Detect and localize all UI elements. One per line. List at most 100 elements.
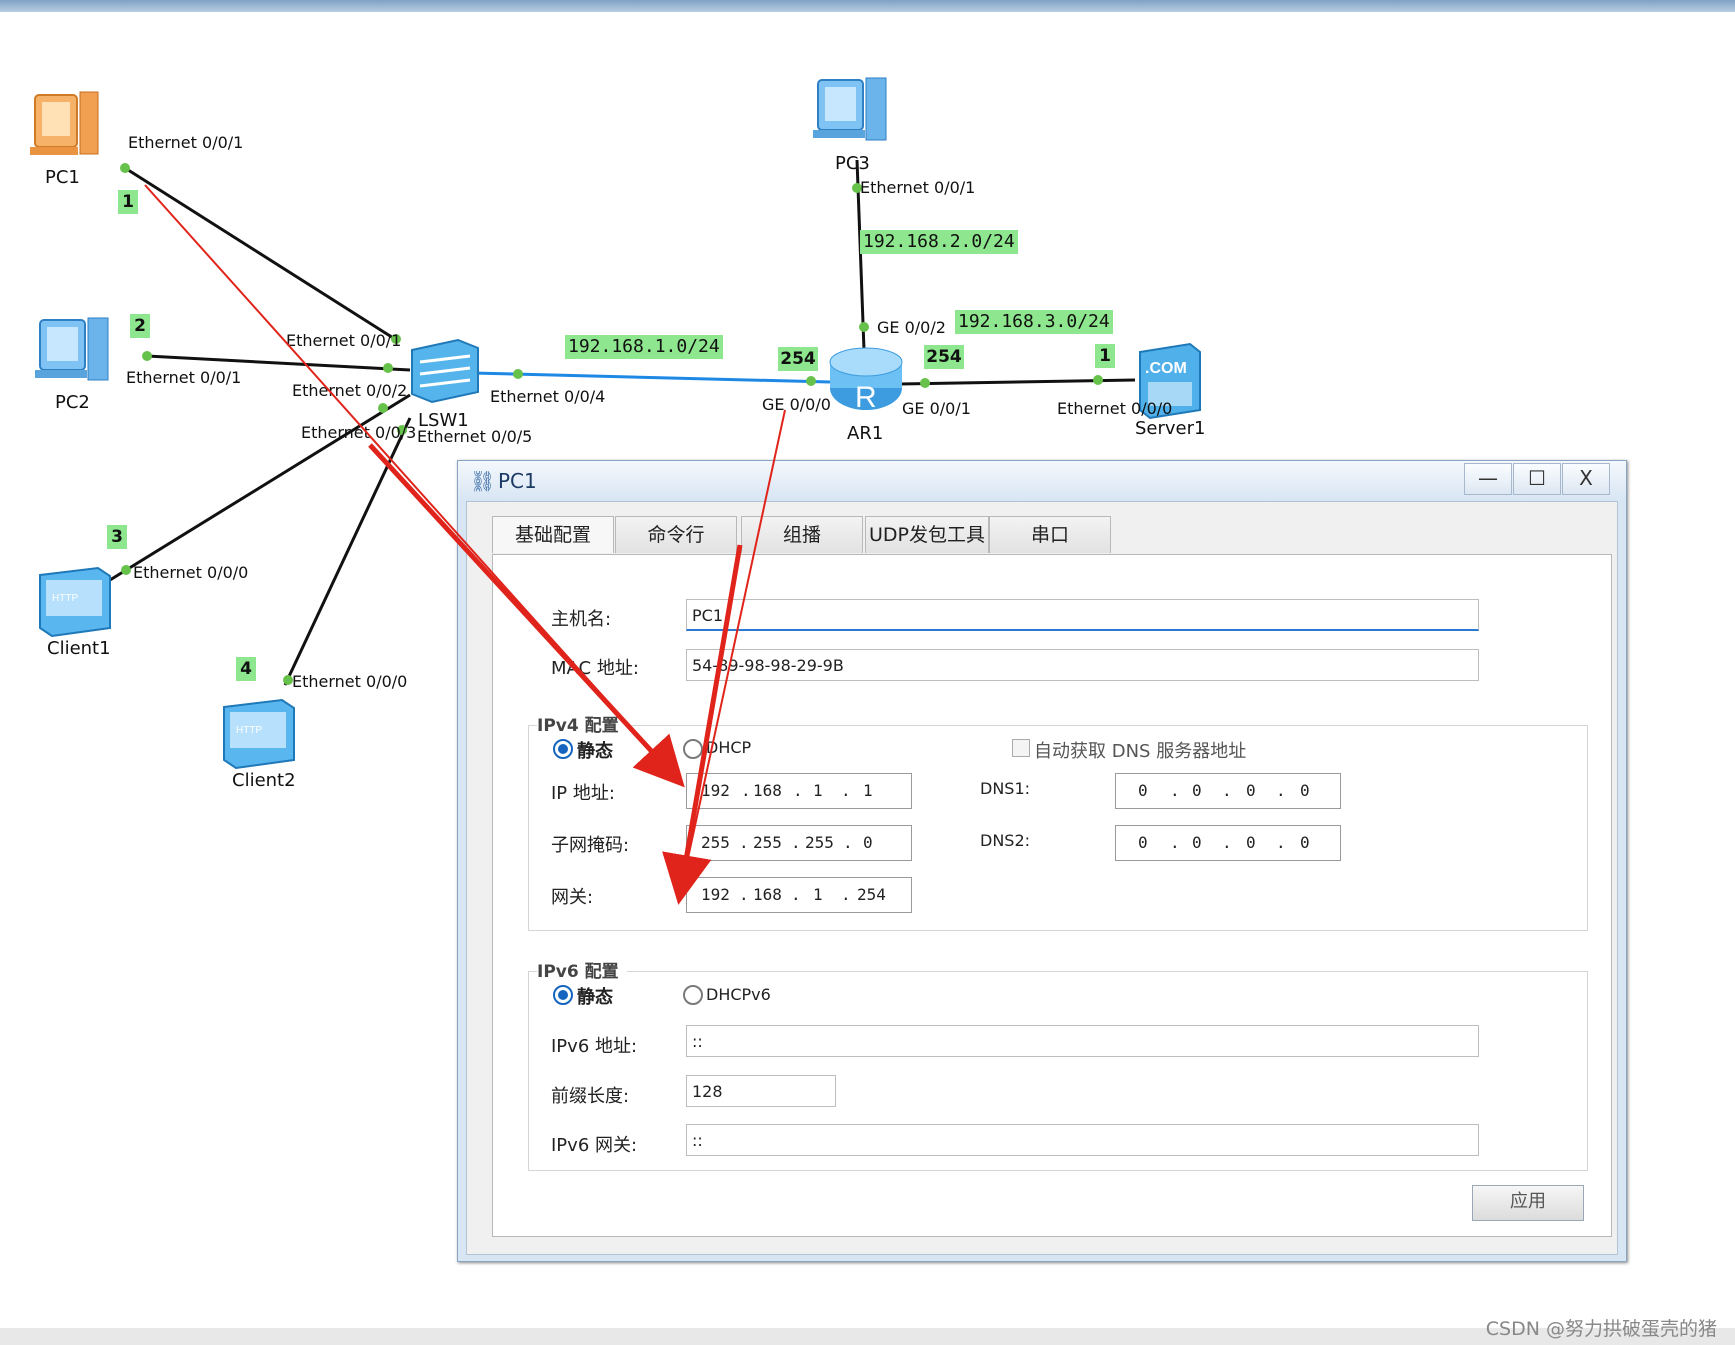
- gateway-input[interactable]: 192 . 168 . 1 . 254: [686, 877, 912, 913]
- maximize-button[interactable]: ☐: [1513, 463, 1561, 495]
- port-label-ar-ge1: GE 0/0/1: [902, 399, 971, 418]
- tag-ar-ge0-ip: 254: [778, 347, 818, 371]
- client1-icon: [39, 566, 111, 638]
- ipv6-static-radio[interactable]: [553, 985, 573, 1005]
- gw-octet-1: 192: [701, 885, 730, 904]
- hostname-input[interactable]: PC1: [686, 599, 1479, 631]
- ipv4-static-radio[interactable]: [553, 739, 573, 759]
- subnet-mask-input[interactable]: 255 . 255 . 255 . 0: [686, 825, 912, 861]
- port-label-lsw-e3: Ethernet 0/0/3: [301, 423, 417, 442]
- tab-command-line[interactable]: 命令行: [615, 516, 737, 553]
- dns1-dot-2: .: [1222, 781, 1232, 800]
- dialog-body: 基础配置 命令行 组播 UDP发包工具 串口 主机名: PC1 MAC 地址: …: [466, 501, 1618, 1255]
- dns1-octet-3: 0: [1246, 781, 1256, 800]
- network-tag-net2: 192.168.2.0/24: [860, 230, 1018, 254]
- app-icon: ⛓: [470, 469, 496, 493]
- dns2-octet-3: 0: [1246, 833, 1256, 852]
- tab-multicast[interactable]: 组播: [741, 516, 863, 553]
- gateway-label: 网关:: [551, 887, 594, 908]
- dns2-input[interactable]: 0 . 0 . 0 . 0: [1115, 825, 1341, 861]
- ipv4-static-label: 静态: [577, 741, 613, 762]
- dns1-octet-1: 0: [1138, 781, 1148, 800]
- tab-basic-config[interactable]: 基础配置: [492, 516, 614, 553]
- dns1-octet-4: 0: [1300, 781, 1310, 800]
- auto-dns-checkbox[interactable]: [1012, 739, 1030, 757]
- ipv6-dhcp-radio[interactable]: [683, 985, 703, 1005]
- mask-dot-3: .: [843, 833, 853, 852]
- window-top-bar: [0, 0, 1735, 12]
- ipv4-dhcp-radio[interactable]: [683, 739, 703, 759]
- port-label-pc3: Ethernet 0/0/1: [860, 178, 976, 197]
- server1-icon-label: .COM: [1145, 360, 1187, 377]
- ipv6-gateway-label: IPv6 网关:: [551, 1135, 638, 1156]
- device-label-client2: Client2: [232, 770, 296, 791]
- port-label-lsw-e5: Ethernet 0/0/5: [417, 427, 533, 446]
- device-label-client1: Client1: [47, 638, 111, 659]
- device-label-pc2: PC2: [55, 392, 90, 413]
- device-label-ar1: AR1: [847, 423, 884, 444]
- mask-dot-2: .: [791, 833, 801, 852]
- ar1-icon-letter: R: [855, 381, 877, 414]
- ip-dot-3: .: [841, 781, 851, 800]
- server1-icon: [1139, 342, 1201, 420]
- ipv6-address-label: IPv6 地址:: [551, 1036, 638, 1057]
- minimize-button[interactable]: —: [1464, 463, 1512, 495]
- lsw1-icon: [411, 338, 479, 404]
- gw-dot-1: .: [739, 885, 749, 904]
- device-label-pc1: PC1: [45, 167, 80, 188]
- mask-dot-1: .: [739, 833, 749, 852]
- ipv6-address-input[interactable]: ::: [686, 1025, 1479, 1057]
- tag-1: 1: [118, 190, 138, 214]
- ipv4-group: [528, 725, 1588, 931]
- hostname-label: 主机名:: [551, 609, 612, 630]
- ip-dot-1: .: [741, 781, 751, 800]
- ip-octet-4: 1: [863, 781, 873, 800]
- port-label-pc1: Ethernet 0/0/1: [128, 133, 244, 152]
- dns1-label: DNS1:: [980, 779, 1031, 798]
- auto-dns-label: 自动获取 DNS 服务器地址: [1034, 741, 1247, 762]
- pc2-icon: [35, 317, 109, 381]
- ip-address-input[interactable]: 192 . 168 . 1 . 1: [686, 773, 912, 809]
- port-label-client1: Ethernet 0/0/0: [133, 563, 249, 582]
- gw-dot-2: .: [791, 885, 801, 904]
- ip-octet-3: 1: [813, 781, 823, 800]
- tab-serial[interactable]: 串口: [989, 516, 1111, 553]
- pc1-config-dialog: ⛓ PC1 — ☐ X 基础配置 命令行 组播 UDP发包工具 串口 主机名: …: [457, 460, 1627, 1262]
- dns2-dot-2: .: [1222, 833, 1232, 852]
- network-tag-net3: 192.168.3.0/24: [955, 310, 1113, 334]
- tag-server-ip: 1: [1095, 344, 1115, 368]
- mask-octet-2: 255: [753, 833, 782, 852]
- dns2-label: DNS2:: [980, 831, 1031, 850]
- dns1-input[interactable]: 0 . 0 . 0 . 0: [1115, 773, 1341, 809]
- ipv6-group-label: IPv6 配置: [537, 957, 627, 982]
- apply-button[interactable]: 应用: [1472, 1185, 1584, 1221]
- device-label-server1: Server1: [1135, 418, 1206, 439]
- dns2-dot-1: .: [1170, 833, 1180, 852]
- port-label-lsw-e1: Ethernet 0/0/1: [286, 331, 402, 350]
- tag-ar-ge1-ip: 254: [924, 345, 964, 369]
- gw-octet-3: 1: [813, 885, 823, 904]
- csdn-watermark: CSDN @努力拱破蛋壳的猪: [1485, 1318, 1717, 1340]
- ip-dot-2: .: [793, 781, 803, 800]
- tab-udp-tool[interactable]: UDP发包工具: [865, 516, 989, 553]
- close-button[interactable]: X: [1562, 463, 1610, 495]
- dns1-octet-2: 0: [1192, 781, 1202, 800]
- ipv6-dhcp-label: DHCPv6: [706, 985, 771, 1004]
- tag-4: 4: [236, 657, 256, 681]
- subnet-mask-label: 子网掩码:: [551, 835, 630, 856]
- link-client2-lsw1: [283, 417, 412, 686]
- bottom-scrollbar[interactable]: [0, 1328, 1735, 1345]
- ipv6-gateway-input[interactable]: ::: [686, 1124, 1479, 1156]
- ipv6-group: [528, 971, 1588, 1171]
- port-label-ar-ge2: GE 0/0/2: [877, 318, 946, 337]
- link-pc1-lsw1: [124, 166, 399, 343]
- prefix-length-input[interactable]: 128: [686, 1075, 836, 1107]
- mac-input[interactable]: 54-89-98-98-29-9B: [686, 649, 1479, 681]
- ip-octet-1: 192: [701, 781, 730, 800]
- network-tag-net1: 192.168.1.0/24: [565, 335, 723, 359]
- mask-octet-3: 255: [805, 833, 834, 852]
- device-label-pc3: PC3: [835, 153, 870, 174]
- mask-octet-4: 0: [863, 833, 873, 852]
- dns2-dot-3: .: [1276, 833, 1286, 852]
- dialog-titlebar[interactable]: ⛓ PC1 — ☐ X: [458, 461, 1626, 499]
